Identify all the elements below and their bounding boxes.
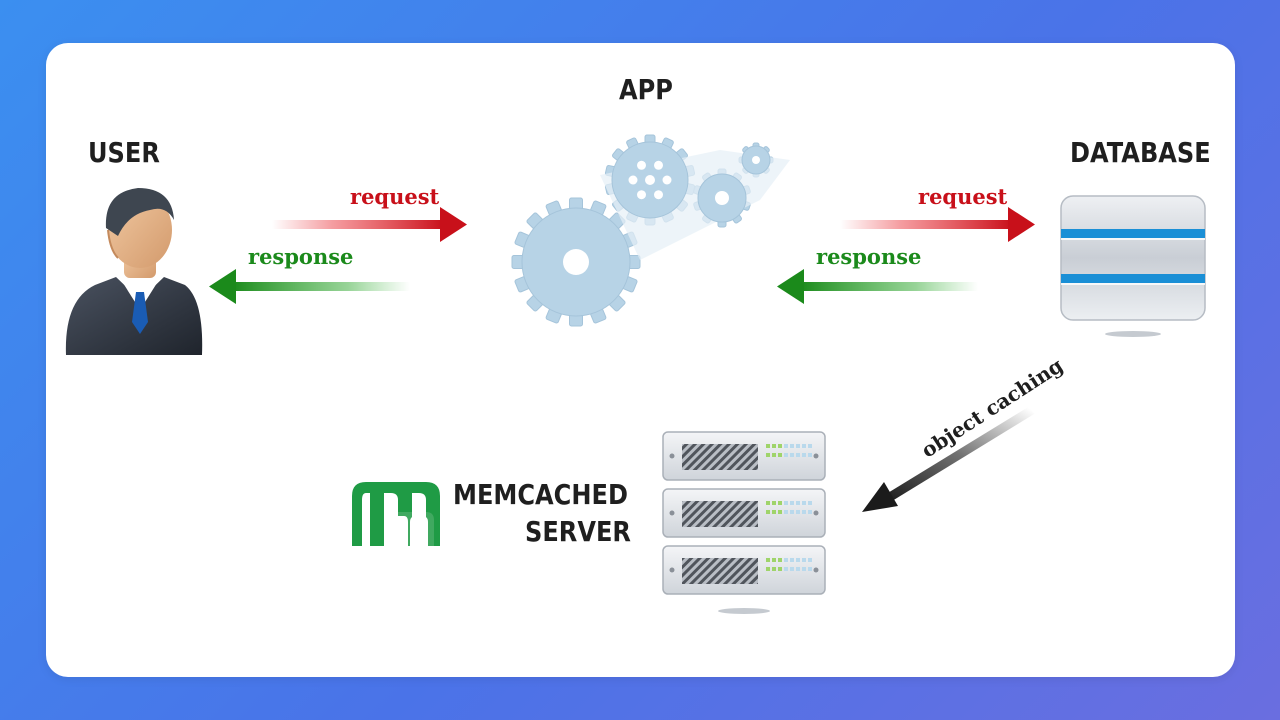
gear-hole bbox=[637, 160, 646, 170]
gear-hole bbox=[654, 190, 663, 200]
gear-hole bbox=[654, 160, 663, 170]
gear-hole bbox=[628, 175, 638, 185]
object-caching-arrow bbox=[862, 406, 1035, 512]
gears-icon bbox=[511, 134, 790, 327]
user-response-arrow bbox=[209, 269, 410, 304]
user-avatar-icon bbox=[65, 188, 203, 355]
database-label: DATABASE bbox=[1070, 136, 1211, 169]
memcached-logo-icon bbox=[352, 482, 440, 546]
rack-shadow bbox=[718, 608, 770, 614]
server-unit bbox=[662, 488, 826, 538]
db-request-arrow bbox=[840, 207, 1035, 242]
user-response-label: response bbox=[248, 244, 354, 269]
memcached-label-line2: SERVER bbox=[525, 515, 631, 548]
db-response-label: response bbox=[816, 244, 922, 269]
db-response-arrow bbox=[777, 269, 978, 304]
memcached-label-line1: MEMCACHED bbox=[453, 478, 628, 511]
user-label: USER bbox=[88, 136, 160, 169]
user-request-label: request bbox=[350, 184, 440, 209]
gear-hole bbox=[662, 175, 672, 185]
gear-hole bbox=[752, 156, 760, 164]
server-rack-icon bbox=[662, 431, 826, 614]
app-label: APP bbox=[619, 73, 673, 106]
server-unit bbox=[662, 545, 826, 595]
gear-hole bbox=[715, 191, 729, 205]
server-unit bbox=[662, 431, 826, 481]
gear-hole bbox=[645, 175, 655, 185]
user-request-arrow bbox=[272, 207, 467, 242]
db-request-label: request bbox=[918, 184, 1008, 209]
gear-hole bbox=[637, 190, 646, 200]
database-icon bbox=[1060, 195, 1206, 337]
